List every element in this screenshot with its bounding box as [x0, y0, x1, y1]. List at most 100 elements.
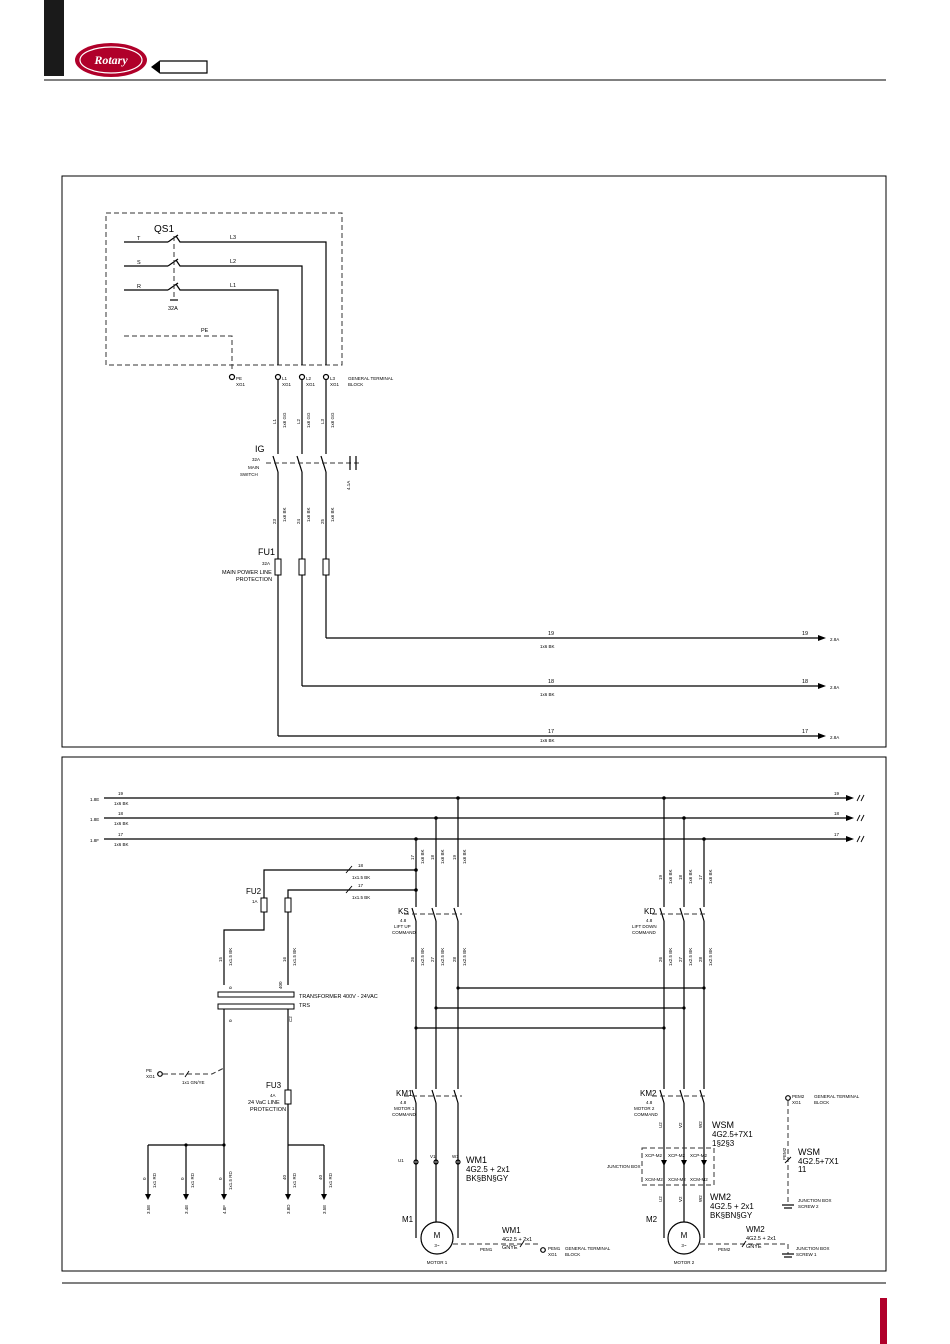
svg-text:4.8: 4.8	[646, 918, 653, 923]
qs1-enclosure	[105, 212, 343, 366]
fuse-fu1-b	[298, 558, 306, 576]
svg-text:WSM: WSM	[798, 1147, 820, 1157]
out-ref-5: 3.5E	[322, 1205, 327, 1214]
svg-text:1x6 BK: 1x6 BK	[462, 849, 467, 864]
wsm-tag: WSM	[712, 1120, 734, 1130]
svg-text:GENERAL TERMINAL: GENERAL TERMINAL	[814, 1094, 860, 1099]
svg-text:1x2.5 BK: 1x2.5 BK	[420, 948, 425, 966]
svg-text:U1: U1	[398, 1158, 404, 1163]
svg-text:XG1: XG1	[146, 1074, 156, 1079]
svg-text:1x2.5 BK: 1x2.5 BK	[708, 948, 713, 966]
svg-text:1x1.5 RD: 1x1.5 RD	[228, 1170, 233, 1190]
svg-text:XCM-M2: XCM-M2	[690, 1177, 708, 1182]
svg-text:17: 17	[548, 729, 554, 735]
svg-text:MAIN: MAIN	[248, 465, 259, 470]
svg-text:28: 28	[698, 956, 703, 962]
motor-m1	[420, 1221, 454, 1255]
svg-text:XCP-M2: XCP-M2	[690, 1153, 707, 1158]
svg-text:COMMAND: COMMAND	[392, 930, 416, 935]
pem1-terminal	[540, 1247, 546, 1253]
svg-text:17: 17	[118, 832, 124, 837]
m1-tag: M1	[402, 1215, 414, 1224]
24v-bus	[287, 1009, 325, 1160]
svg-text:18: 18	[430, 854, 435, 860]
ig-tag: IG	[255, 444, 265, 454]
svg-text:19: 19	[802, 631, 808, 637]
phase-out-L1: L1	[230, 283, 236, 289]
svg-text:4G2.5+7X1: 4G2.5+7X1	[798, 1157, 839, 1166]
svg-text:26: 26	[658, 956, 663, 962]
fuse-fu2-a	[260, 897, 268, 913]
svg-text:19: 19	[118, 791, 124, 796]
svg-text:V2: V2	[678, 1196, 683, 1202]
svg-text:18: 18	[802, 679, 808, 685]
svg-text:27: 27	[678, 956, 683, 962]
ref-out-18: 2.8A	[830, 685, 839, 690]
svg-text:XG1: XG1	[792, 1100, 802, 1105]
bus-ref-19: 1.8E	[90, 797, 99, 802]
wire-top-l2: L2	[296, 418, 301, 424]
svg-text:1§2§3: 1§2§3	[712, 1139, 735, 1148]
svg-text:PEM2: PEM2	[782, 1147, 787, 1160]
svg-text:19: 19	[548, 631, 554, 637]
header-black-bar	[44, 0, 64, 76]
svg-text:TRANSFORMER 400V - 24VAC: TRANSFORMER 400V - 24VAC	[299, 994, 378, 1000]
svg-text:XG1: XG1	[236, 382, 246, 387]
phase-out-L3: L3	[230, 235, 236, 241]
svg-text:4.8: 4.8	[400, 918, 407, 923]
svg-text:LIFT UP: LIFT UP	[394, 924, 411, 929]
svg-text:1x6 BK: 1x6 BK	[330, 507, 335, 522]
svg-text:XG1: XG1	[548, 1252, 558, 1257]
svg-text:PE: PE	[146, 1068, 152, 1073]
svg-text:XG1: XG1	[330, 382, 340, 387]
pe-label: PE	[201, 328, 209, 334]
qs1-rating: 32A	[168, 306, 178, 312]
svg-text:M: M	[434, 1231, 441, 1240]
upper-schematic-frame	[61, 175, 887, 748]
svg-text:400: 400	[278, 981, 283, 989]
svg-text:1x1 RD: 1x1 RD	[292, 1172, 297, 1188]
svg-text:WM2: WM2	[746, 1225, 765, 1234]
wire-top-l3: L3	[320, 418, 325, 424]
aux-wire-17	[287, 889, 416, 985]
svg-text:11: 11	[798, 1165, 807, 1174]
svg-text:COMMAND: COMMAND	[392, 1112, 416, 1117]
svg-text:1x6 BK: 1x6 BK	[282, 507, 287, 522]
svg-text:1x1.5 BK: 1x1.5 BK	[352, 875, 370, 880]
svg-text:1x6 BK: 1x6 BK	[540, 692, 555, 697]
svg-text:19: 19	[658, 874, 663, 880]
aux-wire-18	[223, 869, 416, 985]
svg-text:4G2.5 + 2x1: 4G2.5 + 2x1	[466, 1165, 510, 1174]
svg-text:18: 18	[118, 811, 124, 816]
wm2-tag: WM2	[710, 1192, 731, 1202]
svg-text:C2: C2	[288, 1016, 293, 1022]
svg-text:4.8: 4.8	[400, 1100, 407, 1105]
svg-text:1x6 BK: 1x6 BK	[708, 869, 713, 884]
svg-text:COMMAND: COMMAND	[632, 930, 656, 935]
svg-text:PEM2: PEM2	[718, 1247, 731, 1252]
svg-text:1x1 GN/YE: 1x1 GN/YE	[182, 1080, 205, 1085]
svg-text:3~: 3~	[681, 1243, 687, 1248]
contactor-kd	[652, 907, 708, 922]
svg-text:V2: V2	[678, 1122, 683, 1128]
term-l1: L1	[282, 376, 288, 381]
rotary-logo	[75, 43, 147, 77]
svg-text:17: 17	[698, 874, 703, 880]
svg-text:17: 17	[834, 832, 840, 837]
svg-text:JUNCTION BOX: JUNCTION BOX	[607, 1164, 641, 1169]
svg-text:WM1: WM1	[502, 1226, 521, 1235]
svg-text:SCREW 2: SCREW 2	[798, 1204, 819, 1209]
m2-tag: M2	[646, 1215, 658, 1224]
svg-text:PEM1: PEM1	[548, 1246, 561, 1251]
svg-text:1x1 RD: 1x1 RD	[328, 1172, 333, 1188]
svg-text:17: 17	[410, 854, 415, 860]
svg-text:40: 40	[282, 1174, 287, 1180]
svg-text:0: 0	[228, 986, 233, 989]
svg-text:3~: 3~	[434, 1243, 440, 1248]
kd-tag: KD	[644, 907, 655, 916]
svg-text:MOTOR 2: MOTOR 2	[634, 1106, 655, 1111]
svg-text:1A: 1A	[252, 899, 258, 904]
bus-ref-17: 1.8F	[90, 838, 99, 843]
svg-text:MAIN POWER LINE: MAIN POWER LINE	[222, 570, 272, 576]
svg-text:BK§BN§GY: BK§BN§GY	[466, 1174, 509, 1183]
